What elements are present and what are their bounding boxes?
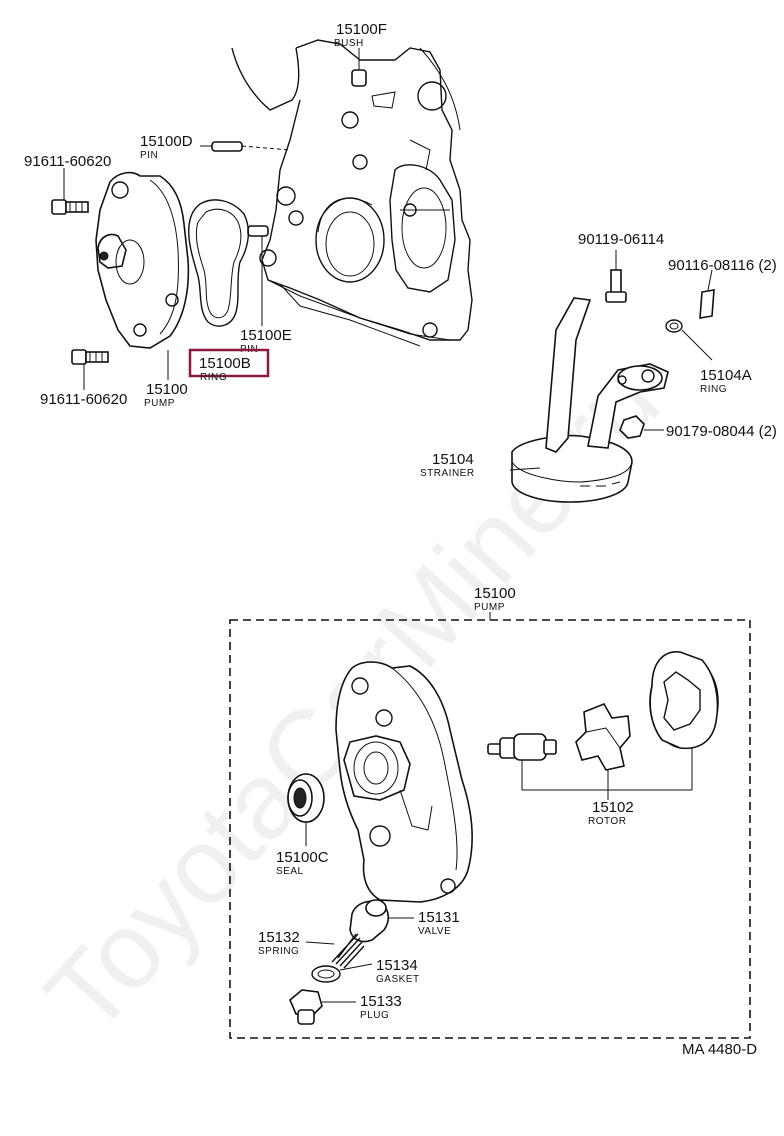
svg-text:SPRING: SPRING (258, 946, 299, 957)
svg-text:15104A: 15104A (700, 367, 752, 384)
bush-part (351, 48, 367, 87)
svg-text:STRAINER: STRAINER (420, 468, 475, 479)
timing-cover (231, 39, 473, 347)
label-15104: 15104 STRAINER (420, 451, 475, 479)
svg-text:SEAL: SEAL (276, 866, 304, 877)
pin-e-part (247, 225, 269, 326)
label-15134: 15134 GASKET (376, 957, 420, 985)
svg-text:BUSH: BUSH (334, 38, 364, 49)
strainer-ring (665, 319, 713, 361)
svg-text:15100F: 15100F (336, 21, 387, 38)
svg-text:RING: RING (200, 372, 227, 383)
label-15100-upper: 15100 PUMP (144, 381, 188, 409)
svg-text:PUMP: PUMP (474, 602, 505, 613)
label-90179: 90179-08044 (2) (666, 423, 777, 440)
relief-plug (289, 989, 356, 1025)
label-91611-lower: 91611-60620 (40, 391, 127, 408)
svg-text:15100C: 15100C (276, 849, 329, 866)
svg-text:VALVE: VALVE (418, 926, 451, 937)
svg-text:15133: 15133 (360, 993, 402, 1010)
svg-text:90116-08116 (2): 90116-08116 (2) (668, 257, 777, 274)
label-15131: 15131 VALVE (418, 909, 460, 937)
svg-text:15100: 15100 (146, 381, 188, 398)
label-15104A: 15104A RING (700, 367, 752, 395)
stud-bolt (699, 269, 715, 319)
svg-text:RING: RING (700, 384, 727, 395)
relief-gasket (311, 963, 373, 983)
svg-text:90119-06114: 90119-06114 (578, 231, 664, 248)
svg-text:15100B: 15100B (199, 355, 251, 372)
diagram-code: MA 4480-D (682, 1041, 757, 1058)
label-91611-upper: 91611-60620 (24, 153, 111, 170)
oil-seal (287, 773, 325, 846)
label-15102: 15102 ROTOR (588, 799, 634, 827)
strainer-bolt (605, 250, 627, 303)
svg-text:15134: 15134 (376, 957, 418, 974)
bolt-upper (51, 168, 89, 215)
svg-text:ROTOR: ROTOR (588, 816, 626, 827)
svg-text:91611-60620: 91611-60620 (24, 153, 111, 170)
relief-valve (349, 899, 414, 943)
label-15100C: 15100C SEAL (276, 849, 329, 877)
svg-text:91611-60620: 91611-60620 (40, 391, 127, 408)
svg-text:GASKET: GASKET (376, 974, 420, 985)
inner-rotor (575, 702, 631, 771)
pump-exploded-frame: 15100 PUMP (229, 585, 751, 1039)
rotor-shaft (487, 733, 557, 761)
svg-text:PIN: PIN (140, 150, 158, 161)
rotor-bracket (521, 748, 693, 800)
oil-strainer (509, 297, 669, 503)
svg-text:90179-08044 (2): 90179-08044 (2) (666, 423, 777, 440)
svg-text:15100: 15100 (474, 585, 516, 602)
oil-pump-upper (95, 171, 190, 349)
svg-text:PUMP: PUMP (144, 398, 175, 409)
svg-text:15102: 15102 (592, 799, 634, 816)
highlight-box (188, 348, 270, 378)
outer-rotor (649, 651, 719, 750)
label-15100B: 15100B RING (188, 348, 270, 383)
label-90119: 90119-06114 (578, 231, 664, 248)
label-90116: 90116-08116 (2) (668, 257, 777, 274)
label-15133: 15133 PLUG (360, 993, 402, 1021)
svg-text:PLUG: PLUG (360, 1010, 389, 1021)
label-15132: 15132 SPRING (258, 929, 300, 957)
pump-housing-lower (335, 661, 474, 903)
svg-text:15104: 15104 (432, 451, 474, 468)
label-15100F: 15100F BUSH (334, 21, 387, 49)
strainer-nut (619, 415, 664, 439)
svg-text:15132: 15132 (258, 929, 300, 946)
bolt-lower (71, 349, 109, 390)
svg-text:15131: 15131 (418, 909, 460, 926)
label-15100D: 15100D PIN (140, 133, 193, 161)
pin-d-part (200, 141, 291, 152)
relief-spring (305, 933, 365, 969)
svg-text:15100E: 15100E (240, 327, 292, 344)
pump-gasket-ring (188, 199, 250, 327)
svg-text:15100D: 15100D (140, 133, 193, 150)
